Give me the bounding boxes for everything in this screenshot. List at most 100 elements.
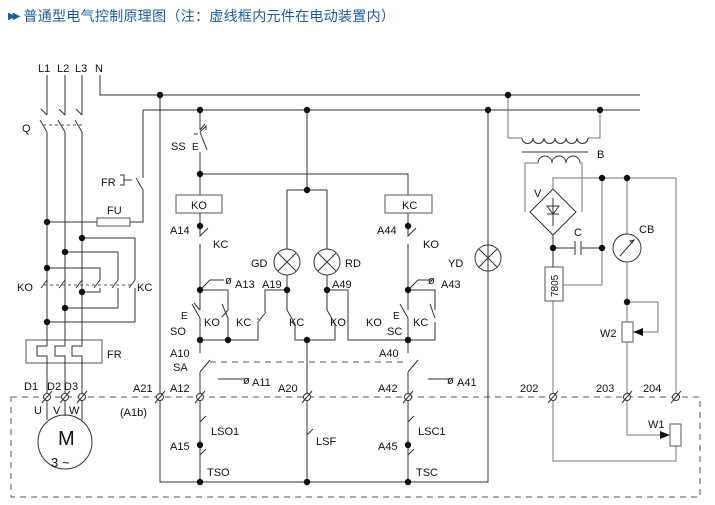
junction-dot: [323, 286, 331, 294]
label-V: V: [53, 405, 61, 417]
label-A19: A19: [262, 279, 282, 291]
label-SS: SS: [171, 141, 186, 153]
position-section: [507, 95, 682, 462]
label-KC-nc1: KC: [213, 239, 228, 251]
terminal-slash: [154, 390, 166, 404]
label-202: 202: [520, 383, 538, 395]
control-section: [159, 95, 502, 483]
junction-dot: [303, 106, 311, 114]
label-7805: 7805: [550, 274, 561, 297]
label-W1: W1: [648, 419, 665, 431]
label-motor-M: M: [58, 428, 75, 450]
label-A11: A11: [252, 377, 271, 389]
label-N: N: [95, 63, 103, 75]
label-SA: SA: [173, 362, 188, 374]
potentiometer-W2: [621, 321, 634, 343]
labels: L1 L2 L3 N Q FR FU KO KC FR D1 D2 D3 U V…: [17, 63, 665, 479]
label-FR-relay: FR: [107, 349, 122, 361]
label-KO-aux1: KO: [204, 317, 220, 329]
junction-dot: [78, 288, 86, 296]
label-KO-coil: KO: [191, 200, 207, 212]
junction-dot: [196, 222, 204, 230]
junction-dot: [623, 174, 631, 182]
terminal-slash: [59, 390, 71, 404]
label-L2: L2: [57, 63, 69, 75]
label-A10: A10: [170, 348, 190, 360]
label-SS-E: E: [192, 142, 199, 153]
junction-dot: [156, 91, 164, 99]
power-section: [25, 75, 640, 470]
label-U: U: [34, 405, 42, 417]
label-Q: Q: [22, 123, 31, 135]
label-V-bridge: V: [534, 188, 542, 200]
junction-dot: [598, 244, 606, 252]
label-D3: D3: [64, 381, 78, 393]
term-A13: ø: [225, 275, 232, 287]
label-LSO1: LSO1: [211, 426, 239, 438]
label-D2: D2: [47, 381, 61, 393]
label-C: C: [574, 227, 582, 239]
terminal-slash: [194, 390, 206, 404]
label-GD: GD: [251, 258, 268, 270]
label-KC-aux3: KC: [413, 317, 428, 329]
label-SO: SO: [170, 326, 186, 338]
label-A14: A14: [170, 225, 190, 237]
label-KO-nc1: KO: [423, 239, 439, 251]
lamp-RD: [313, 248, 341, 276]
double-chevron-right-icon: ▶▶: [8, 10, 21, 22]
junction-dot: [283, 286, 291, 294]
label-A49: A49: [332, 279, 352, 291]
junction-dot: [43, 218, 51, 226]
junction-dot: [224, 336, 232, 344]
junction-dot: [549, 244, 557, 252]
lamp-GD: [273, 248, 301, 276]
potentiometer-W1: [669, 423, 682, 447]
junction-dot: [303, 478, 311, 486]
label-motor-phase: 3 ~: [51, 455, 70, 470]
label-A21: A21: [133, 383, 153, 395]
junction-dot: [196, 286, 204, 294]
label-TSO: TSO: [207, 467, 230, 479]
label-KC-aux1: KC: [236, 317, 251, 329]
terminal-slash: [301, 390, 313, 404]
label-A44: A44: [377, 225, 397, 237]
coil-KO: [175, 194, 223, 214]
junction-dots: [43, 91, 631, 486]
junction-dot: [303, 336, 311, 344]
terminal-slash: [547, 390, 559, 404]
lamp-YD: [474, 244, 502, 272]
junction-dot: [623, 298, 631, 306]
label-CB: CB: [639, 224, 654, 236]
label-A45: A45: [378, 441, 398, 453]
junction-dot: [404, 336, 412, 344]
fuse-FU: [96, 217, 131, 227]
junction-dot: [504, 91, 512, 99]
label-W2: W2: [600, 328, 617, 340]
junction-dot: [43, 318, 51, 326]
label-A42: A42: [378, 383, 398, 395]
label-L3: L3: [75, 63, 87, 75]
term-A41: ø: [447, 375, 454, 387]
terminal-slash: [41, 390, 53, 404]
label-FR-contact: FR: [101, 177, 116, 189]
label-204: 204: [643, 383, 661, 395]
junction-dot: [598, 174, 606, 182]
label-A15: A15: [170, 441, 190, 453]
label-KO-main: KO: [17, 282, 33, 294]
junction-dot: [484, 106, 492, 114]
label-A20: A20: [278, 383, 298, 395]
terminal-slash: [76, 390, 88, 404]
terminals: [41, 390, 682, 404]
label-A1b: (A1b): [120, 407, 147, 419]
terminal-slash: [621, 390, 633, 404]
junction-dot: [404, 222, 412, 230]
label-KC-coil: KC: [402, 200, 417, 212]
junction-dot: [303, 186, 311, 194]
junction-dot: [404, 441, 412, 449]
transformer-B: [521, 137, 589, 144]
junction-dot: [596, 106, 604, 114]
label-SO-E: E: [181, 311, 188, 322]
label-LSC1: LSC1: [418, 426, 446, 438]
motor-M: [37, 414, 93, 470]
